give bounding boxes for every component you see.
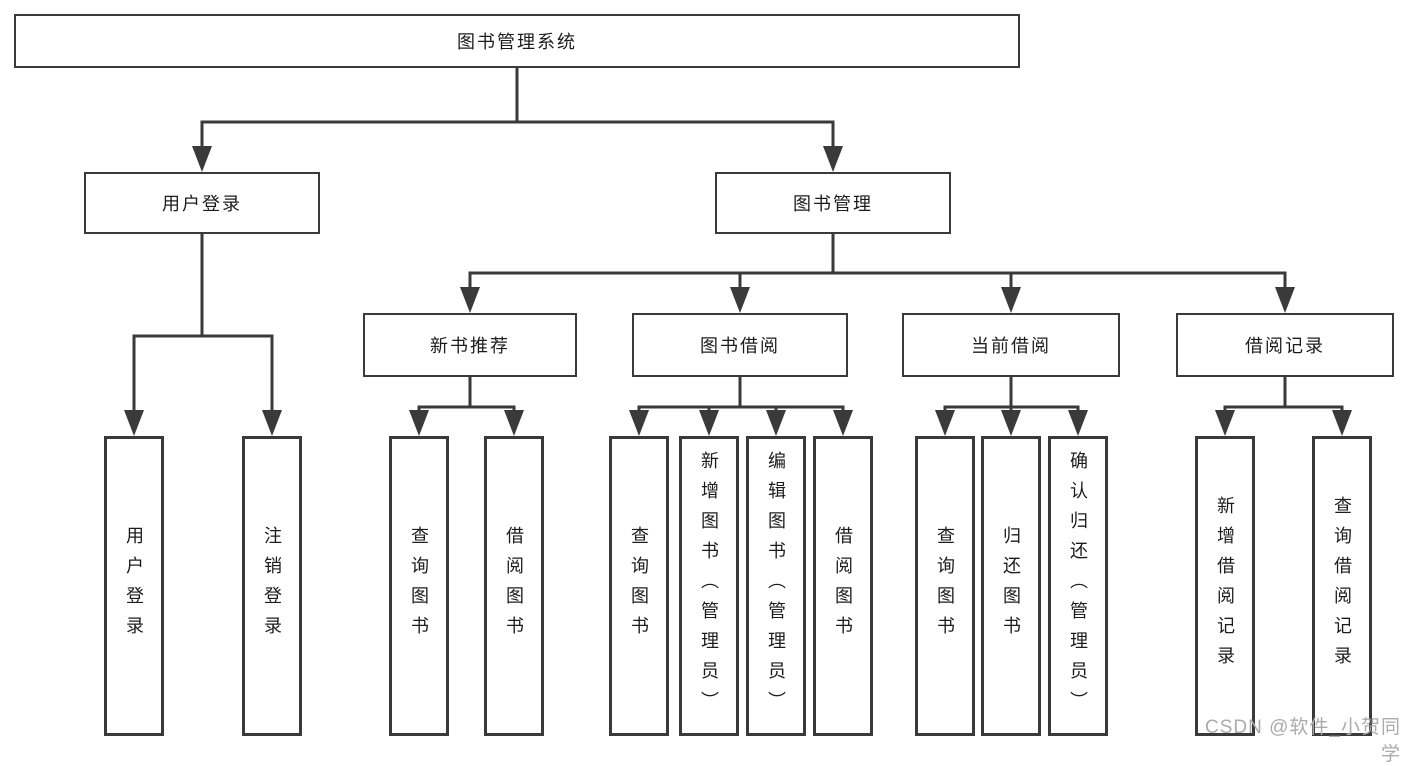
node-borrowing-records: 借阅记录 <box>1176 313 1394 377</box>
leaf-logout-login: 注销登录 <box>242 436 302 736</box>
leaf-current-query-books: 查询图书 <box>915 436 975 736</box>
leaf-borrowing-add-books-admin: 新增图书（管理员） <box>679 436 739 736</box>
leaf-current-return-books: 归还图书 <box>981 436 1041 736</box>
leaf-borrowing-borrow-books: 借阅图书 <box>813 436 873 736</box>
leaf-recommend-query-books: 查询图书 <box>389 436 449 736</box>
watermark: CSDN @软件_小贺同学 <box>1205 717 1401 765</box>
leaf-records-query-record: 查询借阅记录 <box>1312 436 1372 736</box>
node-library-management-system: 图书管理系统 <box>14 14 1020 68</box>
leaf-borrowing-query-books: 查询图书 <box>609 436 669 736</box>
leaf-borrowing-edit-books-admin: 编辑图书（管理员） <box>746 436 806 736</box>
node-new-book-recommendation: 新书推荐 <box>363 313 577 377</box>
leaf-records-add-record: 新增借阅记录 <box>1195 436 1255 736</box>
node-user-login: 用户登录 <box>84 172 320 234</box>
leaf-user-login: 用户登录 <box>104 436 164 736</box>
connector-lines <box>124 66 1352 436</box>
leaf-recommend-borrow-books: 借阅图书 <box>484 436 544 736</box>
node-current-borrowing: 当前借阅 <box>902 313 1120 377</box>
node-book-management: 图书管理 <box>715 172 951 234</box>
node-book-borrowing: 图书借阅 <box>632 313 848 377</box>
leaf-current-confirm-return-admin: 确认归还（管理员） <box>1048 436 1108 736</box>
